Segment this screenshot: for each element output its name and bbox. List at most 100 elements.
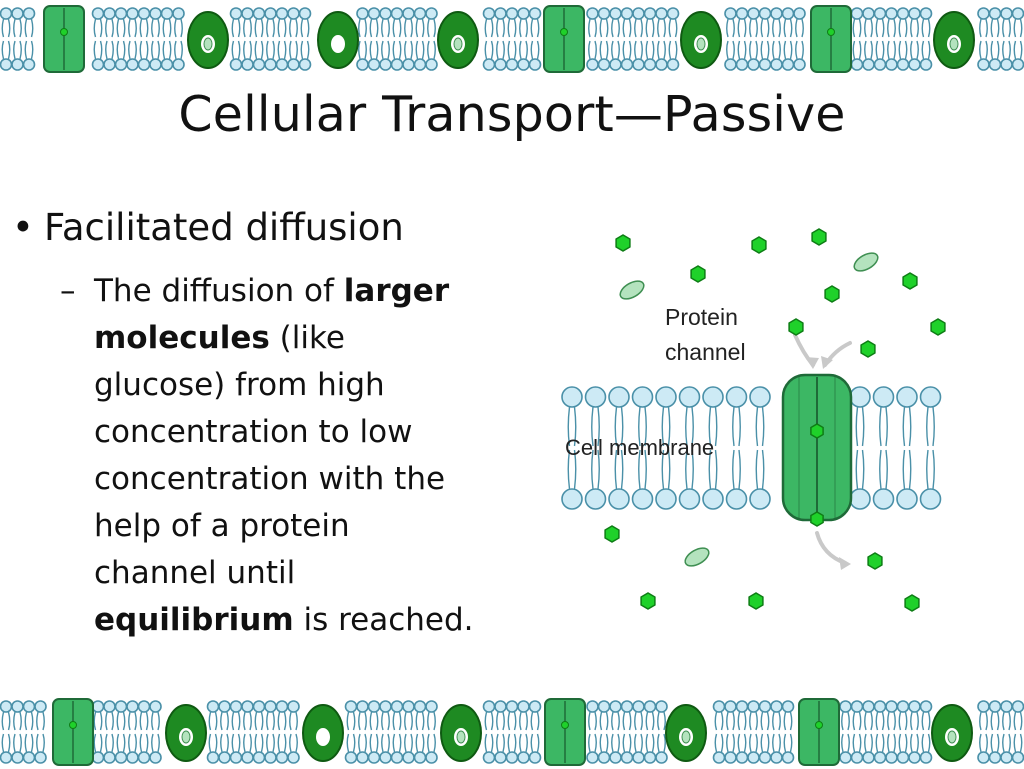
phospholipid-pair xyxy=(528,700,542,764)
membrane-protein xyxy=(798,698,840,766)
sub-bullet-text: The diffusion of larger molecules (like … xyxy=(94,268,480,644)
phospholipid-pair xyxy=(643,700,657,764)
glucose-molecule xyxy=(640,592,656,610)
phospholipid-pair xyxy=(356,7,369,71)
membrane-protein xyxy=(930,704,974,762)
phospholipid-pair xyxy=(275,700,289,764)
phospholipid-pair xyxy=(632,7,645,71)
border-bilayer xyxy=(0,0,1024,76)
protein-channel xyxy=(781,373,853,522)
glucose-molecule xyxy=(751,236,767,254)
membrane-protein xyxy=(316,11,360,69)
phospholipid-pair xyxy=(494,700,507,764)
phospholipid-pair xyxy=(505,7,519,71)
phospholipid-pair xyxy=(1011,700,1024,764)
bullet-marker: • xyxy=(12,206,34,249)
membrane-protein xyxy=(664,704,708,762)
phospholipid-pair xyxy=(425,7,438,71)
protein-channel-label-line2: channel xyxy=(665,339,746,365)
phospholipid-pair xyxy=(34,700,47,764)
phospholipid-pair xyxy=(781,700,795,764)
sub-bullet-segment: is reached. xyxy=(293,602,474,638)
glucose-molecule xyxy=(902,272,918,290)
glucose-molecule xyxy=(788,318,804,336)
membrane-protein xyxy=(439,704,483,762)
phospholipid-pair xyxy=(735,7,749,71)
phospholipid-pair xyxy=(517,7,530,71)
phospholipid-pair xyxy=(264,7,277,71)
phospholipid-pair xyxy=(609,7,622,71)
phospholipid-pair xyxy=(620,7,634,71)
large-molecule xyxy=(684,547,710,567)
glucose-molecule xyxy=(824,285,840,303)
phospholipid-pair xyxy=(172,7,185,71)
phospholipid-pair xyxy=(11,7,24,71)
phospholipid-pair xyxy=(264,700,277,764)
phospholipid-pair xyxy=(275,7,289,71)
glucose-molecule xyxy=(690,265,706,283)
glucose-molecule xyxy=(604,525,620,543)
phospholipid-pair xyxy=(620,700,634,764)
glucose-molecule xyxy=(810,511,824,527)
phospholipid-pair xyxy=(735,700,749,764)
phospholipid-pair xyxy=(0,7,13,71)
phospholipid-pair xyxy=(402,7,415,71)
phospholipid-pair xyxy=(149,700,162,764)
phospholipid-pair xyxy=(114,7,128,71)
phospholipid-pair xyxy=(91,7,105,71)
cell-membrane-label: Cell membrane xyxy=(565,435,714,460)
phospholipid-pair xyxy=(22,7,36,71)
phospholipid-pair xyxy=(849,386,871,510)
membrane-protein xyxy=(164,704,208,762)
glucose-molecule xyxy=(930,318,946,336)
glucose-molecule xyxy=(860,340,876,358)
phospholipid-pair xyxy=(655,7,668,71)
phospholipid-pair xyxy=(137,700,151,764)
membrane-protein xyxy=(186,11,230,69)
phospholipid-pair xyxy=(977,700,990,764)
sub-bullet-segment: (like glucose) from high concentration t… xyxy=(94,320,446,591)
phospholipid-pair xyxy=(749,386,771,510)
phospholipid-pair xyxy=(425,700,438,764)
membrane-protein xyxy=(301,704,345,762)
phospholipid-pair xyxy=(850,700,864,764)
phospholipid-pair xyxy=(702,386,724,510)
sub-bullet-segment: The diffusion of xyxy=(94,273,344,309)
phospholipid-pair xyxy=(747,700,760,764)
phospholipid-pair xyxy=(896,386,918,510)
phospholipid-pair xyxy=(643,7,657,71)
protein-channel-label-line1: Protein xyxy=(665,304,738,330)
phospholipid-pair xyxy=(482,700,496,764)
phospholipid-pair xyxy=(725,386,748,510)
sub-bullet-item: – The diffusion of larger molecules (lik… xyxy=(60,268,480,644)
arrow-head xyxy=(805,357,819,369)
bullet-text: Facilitated diffusion xyxy=(44,206,404,249)
phospholipid-pair xyxy=(218,700,231,764)
glucose-molecule xyxy=(615,234,631,252)
phospholipid-pair xyxy=(872,386,895,510)
glucose-molecule xyxy=(904,594,920,612)
border-bilayer xyxy=(0,693,1024,769)
phospholipid-pair xyxy=(402,700,415,764)
phospholipid-pair xyxy=(482,7,496,71)
membrane-border-top xyxy=(0,0,1024,76)
phospholipid-pair xyxy=(1011,7,1024,71)
glucose-molecule xyxy=(810,423,824,439)
phospholipid-pair xyxy=(390,7,404,71)
phospholipid-pair xyxy=(1000,7,1013,71)
phospholipid-pair xyxy=(919,7,933,71)
phospholipid-pair xyxy=(678,386,701,510)
sub-bullet-marker: – xyxy=(60,273,76,309)
phospholipid-pair xyxy=(655,700,668,764)
phospholipid-pair xyxy=(724,700,737,764)
phospholipid-pair xyxy=(850,7,864,71)
membrane-protein xyxy=(932,11,976,69)
glucose-molecule xyxy=(748,592,764,610)
phospholipid-pair xyxy=(584,386,607,510)
membrane-protein xyxy=(679,11,723,69)
membrane-protein xyxy=(810,5,852,73)
phospholipid-pair xyxy=(839,700,852,764)
large-molecule xyxy=(619,280,645,300)
phospholipid-pair xyxy=(608,386,630,510)
